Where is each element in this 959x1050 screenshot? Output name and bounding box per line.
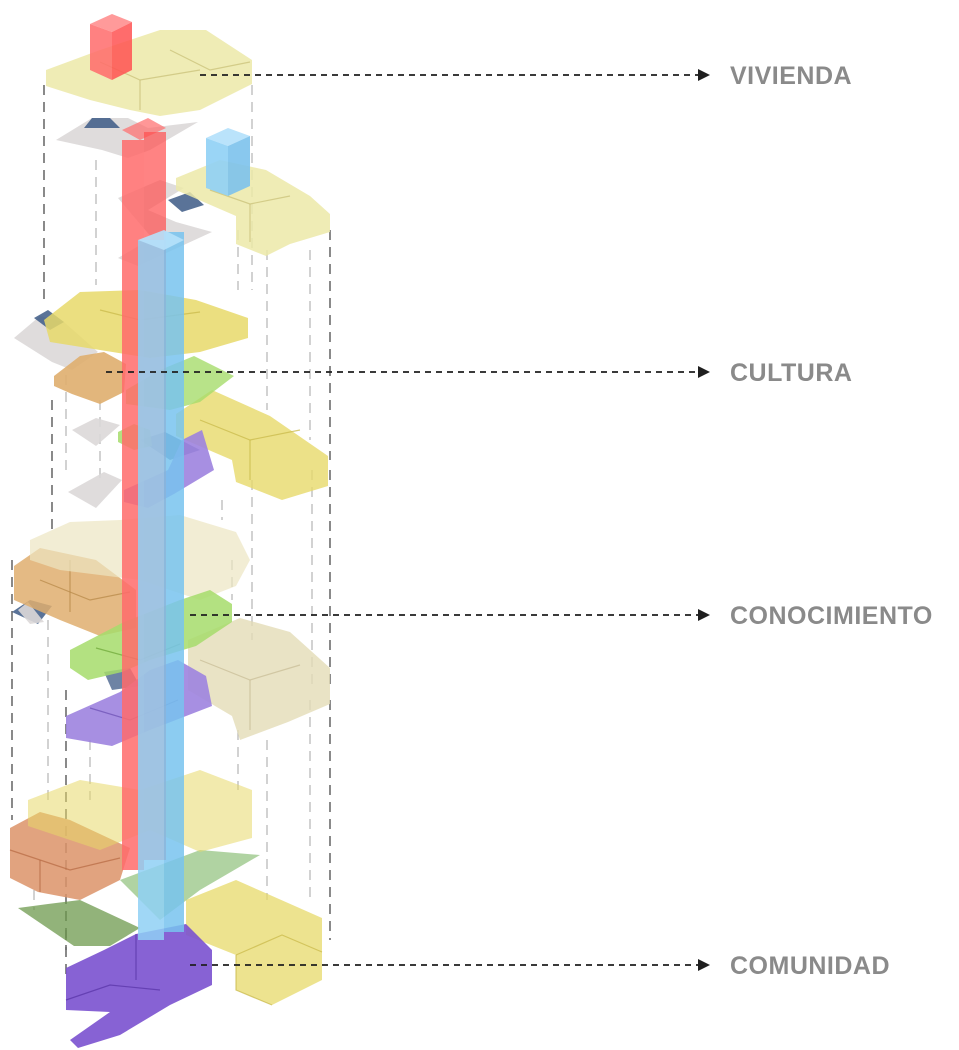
projection-lines	[11, 85, 331, 975]
block-yellow-right	[186, 880, 322, 1005]
core-blue-upper	[206, 138, 228, 196]
block-purple-bottom	[66, 924, 212, 1048]
leader-lines	[106, 69, 710, 971]
core-blue-upper-side	[228, 136, 250, 196]
level-cultura	[44, 290, 328, 508]
label-cultura: CULTURA	[730, 359, 852, 387]
label-conocimiento: CONOCIMIENTO	[730, 602, 933, 630]
arrow-cultura	[698, 366, 710, 378]
core-red-shaft-top	[90, 24, 112, 80]
slab-3	[14, 316, 98, 370]
zone-labels: VIVIENDA CULTURA CONOCIMIENTO COMUNIDAD	[730, 62, 933, 980]
core-blue-top	[206, 128, 250, 146]
block-orange-cultura	[54, 352, 126, 404]
block-yellow-right-cultura	[176, 390, 328, 500]
slab-4	[72, 418, 120, 446]
core-red-shaft-top-side	[112, 22, 132, 80]
core-blue-column	[138, 240, 164, 940]
slab-1-shadow	[84, 118, 120, 128]
core-red-top	[90, 14, 132, 32]
core-blue-cap	[138, 230, 184, 250]
core-red-shaft	[122, 118, 166, 140]
arrow-vivienda	[698, 69, 710, 81]
block-vivienda-top	[46, 30, 252, 116]
block-vivienda-second	[176, 160, 330, 256]
arrow-conocimiento	[698, 609, 710, 621]
block-green-left	[18, 900, 140, 946]
label-comunidad: COMUNIDAD	[730, 952, 890, 980]
level-comunidad	[9, 770, 323, 1048]
arrow-comunidad	[698, 959, 710, 971]
block-beige-right	[188, 618, 330, 740]
label-vivienda: VIVIENDA	[730, 62, 852, 90]
slab-5	[68, 472, 122, 508]
core-blue-column-side	[164, 232, 184, 932]
slab-6	[18, 602, 44, 624]
circulation-cores	[90, 14, 250, 940]
